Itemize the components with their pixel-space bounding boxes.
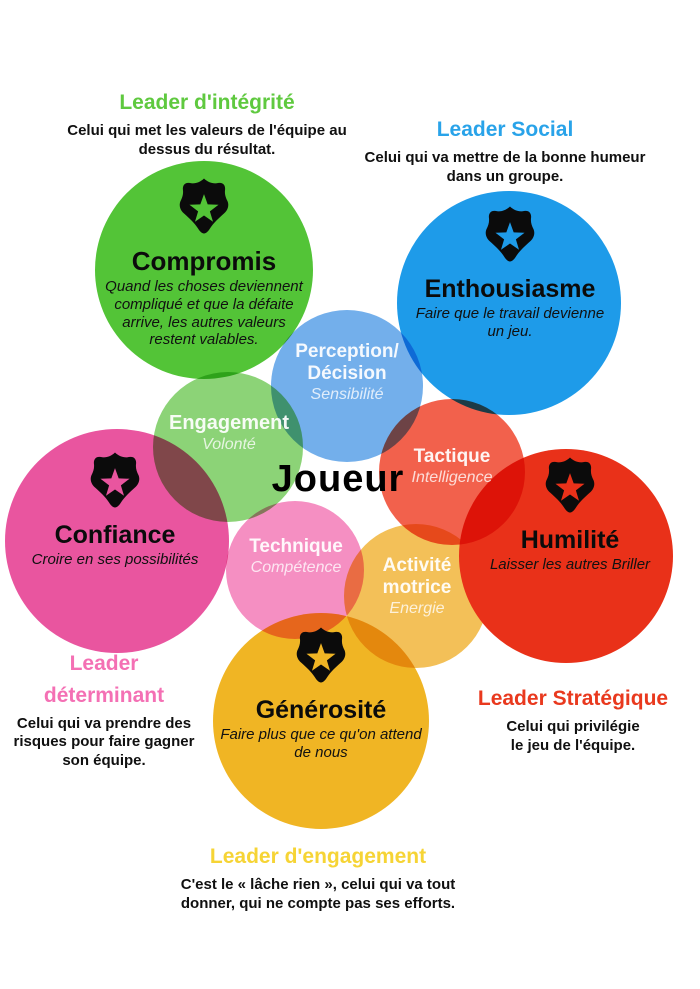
value-description: Laisser les autres Briller — [489, 556, 651, 574]
value-generosite: Générosité Faire plus que ce qu'on atten… — [191, 625, 451, 762]
skill-perception-decision: Perception/ Décision Sensibilité — [262, 341, 432, 403]
value-title: Compromis — [131, 246, 277, 276]
skill-title: Perception/ Décision — [295, 341, 399, 384]
leader-description: Celui qui va prendre des risques pour fa… — [13, 715, 195, 769]
leader-heading: Leader Social — [436, 118, 574, 141]
skill-title: Engagement — [168, 412, 290, 434]
leader-heading: Leader déterminant — [43, 652, 165, 707]
leader-description: Celui qui va mettre de la bonne humeur d… — [364, 149, 646, 185]
circle-tactique — [379, 399, 525, 545]
leader-description: C'est le « lâche rien », celui qui va to… — [180, 876, 456, 912]
value-title: Enthousiasme — [424, 275, 596, 303]
police-badge-icon — [545, 457, 595, 513]
value-confiance: Confiance Croire en ses possibilités — [0, 450, 230, 569]
value-compromis: Compromis Quand les choses deviennent co… — [79, 176, 329, 349]
skill-subtitle: Compétence — [250, 558, 342, 576]
police-badge-icon — [179, 178, 229, 234]
skill-subtitle: Volonté — [202, 436, 256, 453]
value-description: Croire en ses possibilités — [31, 551, 199, 569]
center-label-joueur: Joueur — [271, 458, 405, 500]
leader-label-integrite: Leader d'intégrité Celui qui met les val… — [32, 88, 382, 159]
leader-heading: Leader Stratégique — [477, 687, 669, 710]
value-description: Faire plus que ce qu'on attend de nous — [220, 726, 422, 761]
skill-title: Activité motrice — [382, 555, 452, 598]
skill-engagement: Engagement Volonté — [134, 412, 324, 454]
leader-label-social: Leader Social Celui qui va mettre de la … — [330, 115, 680, 186]
skill-title: Technique — [249, 536, 343, 557]
skill-activite-motrice: Activité motrice Energie — [342, 555, 492, 617]
skill-subtitle: Energie — [389, 599, 445, 617]
value-humilite: Humilité Laisser les autres Briller — [450, 455, 690, 574]
leader-label-engagement: Leader d'engagement C'est le « lâche rie… — [128, 842, 508, 913]
value-title: Humilité — [520, 526, 620, 554]
skill-tactique: Tactique Intelligence — [372, 446, 532, 486]
police-badge-icon — [90, 452, 140, 508]
skill-technique: Technique Compétence — [211, 536, 381, 576]
leader-heading: Leader d'engagement — [209, 845, 427, 868]
police-badge-icon — [296, 627, 346, 683]
leader-label-strategique: Leader Stratégique Celui qui privilégie … — [438, 684, 700, 755]
circle-technique — [226, 501, 364, 639]
skill-subtitle: Sensibilité — [310, 385, 384, 403]
value-description: Faire que le travail devienne un jeu. — [415, 305, 605, 340]
value-description: Quand les choses deviennent compliqué et… — [105, 278, 303, 349]
leader-description: Celui qui met les valeurs de l'équipe au… — [67, 122, 347, 158]
leader-label-determinant: Leader déterminant Celui qui va prendre … — [0, 648, 224, 770]
police-badge-icon — [485, 206, 535, 262]
leader-description: Celui qui privilégie le jeu de l'équipe. — [506, 718, 640, 754]
skill-title: Tactique — [413, 446, 491, 467]
skill-subtitle: Intelligence — [411, 468, 493, 486]
leader-heading: Leader d'intégrité — [119, 91, 295, 114]
value-title: Confiance — [54, 521, 176, 549]
value-enthousiasme: Enthousiasme Faire que le travail devien… — [385, 204, 635, 341]
value-title: Générosité — [255, 696, 387, 724]
